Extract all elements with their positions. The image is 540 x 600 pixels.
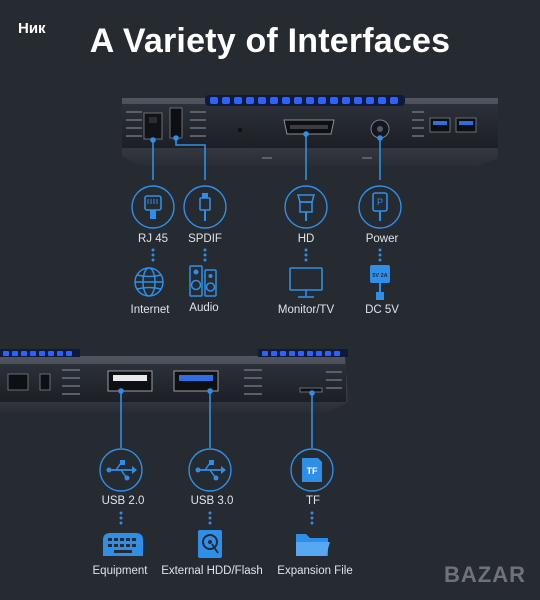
- power-plug-icon: [358, 185, 402, 229]
- bottom-device: [0, 349, 348, 412]
- dc-badge-label: 5V 2A: [372, 273, 387, 279]
- watermark-bottom: BAZAR: [444, 562, 526, 587]
- globe-icon: [134, 267, 164, 297]
- page-title: A Variety of Interfaces: [89, 22, 451, 60]
- folder-icon: [296, 534, 330, 556]
- port-label-usb2: USB 2.0: [101, 495, 145, 507]
- led-strip: [205, 95, 405, 106]
- port-label-rj45: RJ 45: [137, 233, 169, 245]
- port-label-hd: HD: [297, 233, 315, 245]
- top-connector-lines: [150, 131, 383, 180]
- monitor-icon: [289, 267, 323, 298]
- power-plug-label: P: [377, 197, 383, 207]
- spdif-icon: [183, 185, 227, 229]
- keyboard-icon: [103, 533, 143, 556]
- tf-card-label: TF: [307, 466, 318, 476]
- usb-icon: [188, 448, 232, 492]
- hdd-icon: [198, 530, 222, 558]
- device-label-dc: DC 5V: [365, 304, 399, 316]
- device-label-monitor: Monitor/TV: [277, 304, 335, 316]
- port-label-usb3: USB 3.0: [190, 495, 234, 507]
- bottom-connector-lines: [118, 388, 315, 448]
- tf-card-icon: [290, 448, 334, 492]
- port-label-tf: TF: [305, 495, 321, 507]
- device-label-internet: Internet: [130, 304, 170, 316]
- ethernet-icon: [131, 185, 175, 229]
- hdmi-icon: [284, 185, 328, 229]
- top-device: [122, 95, 498, 166]
- port-label-spdif: SPDIF: [188, 233, 222, 245]
- watermark-top: Ник: [18, 20, 46, 37]
- device-label-hdd: External HDD/Flash: [161, 565, 263, 577]
- device-label-audio: Audio: [189, 302, 219, 314]
- speaker-icon: [189, 265, 217, 297]
- device-label-expansion: Expansion File: [277, 565, 353, 577]
- usb-icon: [99, 448, 143, 492]
- device-label-equipment: Equipment: [92, 565, 148, 577]
- dc-adapter-icon: [370, 265, 390, 300]
- port-label-power: Power: [365, 233, 399, 245]
